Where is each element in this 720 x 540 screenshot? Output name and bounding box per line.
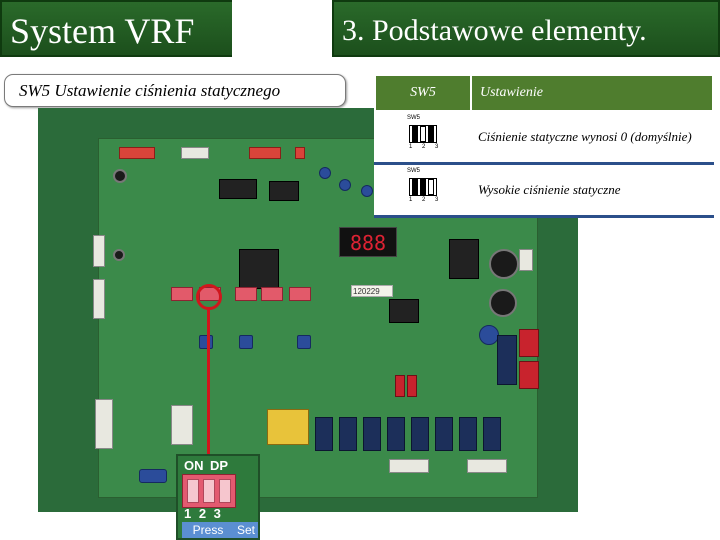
relay — [315, 417, 333, 451]
capacitor — [339, 179, 351, 191]
zoom-dip-key-1 — [187, 479, 199, 503]
row-description: Ciśnienie statyczne wynosi 0 (domyślnie) — [470, 110, 714, 166]
capacitor — [319, 167, 331, 179]
dip-diagram-label: SW5 — [407, 115, 421, 122]
dip-switch-zoom: ON DP 1 2 3 Press Set — [176, 454, 260, 540]
dip-key — [428, 179, 434, 196]
highlight-line — [207, 310, 210, 456]
ic-chip — [239, 249, 279, 289]
capacitor — [113, 249, 125, 261]
section-subtitle: SW5 Ustawienie ciśnienia statycznego — [4, 74, 346, 107]
dip-diagram-label: SW5 — [407, 168, 421, 175]
dip-diagram-default: SW5 1 2 3 — [403, 115, 443, 156]
table-row: SW5 1 2 3 Wysokie ciśnienie statyczne — [374, 162, 714, 218]
dip-key — [428, 126, 434, 143]
relay-red — [395, 375, 405, 397]
relay — [497, 335, 517, 385]
relay — [387, 417, 405, 451]
header-left-title: System VRF — [0, 0, 232, 57]
dip-diagram-numbers: 1 2 3 — [409, 197, 443, 204]
connector-white — [95, 399, 113, 449]
rotary-switch — [199, 335, 213, 349]
dip-diagram-cell: SW5 1 2 3 — [374, 110, 472, 166]
relay — [459, 417, 477, 451]
relay — [363, 417, 381, 451]
relay — [411, 417, 429, 451]
header-right-title: 3. Podstawowe elementy. — [332, 0, 720, 57]
capacitor — [479, 325, 499, 345]
connector-red — [119, 147, 155, 159]
dip-diagram-cell: SW5 1 2 3 — [374, 162, 472, 218]
dip-key — [420, 126, 426, 143]
dip-switch — [171, 287, 193, 301]
zoom-dip-key-2 — [203, 479, 215, 503]
connector-white — [93, 235, 105, 267]
dip-key — [412, 126, 418, 143]
zoom-switch-numbers: 1 2 3 — [184, 506, 223, 521]
connector-white — [519, 249, 533, 271]
dip-key — [412, 179, 418, 196]
connector-red — [249, 147, 281, 159]
heatsink — [449, 239, 479, 279]
capacitor-large — [489, 249, 519, 279]
connector-white — [389, 459, 429, 473]
dip-switch — [261, 287, 283, 301]
connector-white — [181, 147, 209, 159]
relay — [483, 417, 501, 451]
transformer — [267, 409, 309, 445]
capacitor — [113, 169, 127, 183]
zoom-set-label: Set — [234, 522, 258, 538]
ic-chip — [389, 299, 419, 323]
zoom-press-label: Press — [182, 522, 234, 538]
pcb-sticker: 120229 — [351, 285, 393, 297]
connector-red — [295, 147, 305, 159]
dip-switch — [235, 287, 257, 301]
fuse — [139, 469, 167, 483]
relay — [435, 417, 453, 451]
zoom-dip-body — [182, 474, 236, 508]
rotary-switch — [297, 335, 311, 349]
zoom-dp-label: DP — [210, 458, 229, 473]
table-row: SW5 1 2 3 Ciśnienie statyczne wynosi 0 (… — [374, 110, 714, 166]
ic-chip — [269, 181, 299, 201]
header-gap — [232, 0, 332, 57]
dip-switch — [289, 287, 311, 301]
connector-white — [171, 405, 193, 445]
zoom-dip-key-3 — [219, 479, 231, 503]
connector-white — [467, 459, 507, 473]
dip-diagram-numbers: 1 2 3 — [409, 144, 443, 151]
dip-diagram-high: SW5 1 2 3 — [403, 168, 443, 209]
table-header-sw5: SW5 — [374, 73, 472, 113]
capacitor-large — [489, 289, 517, 317]
capacitor — [361, 185, 373, 197]
zoom-on-label: ON — [184, 458, 204, 473]
highlight-circle — [196, 284, 222, 310]
relay — [339, 417, 357, 451]
relay-red — [519, 361, 539, 389]
relay-red — [407, 375, 417, 397]
table-header-setting: Ustawienie — [470, 73, 714, 113]
row-description: Wysokie ciśnienie statyczne — [470, 162, 714, 218]
connector-white — [93, 279, 105, 319]
relay-red — [519, 329, 539, 357]
led-display: 888 — [339, 227, 397, 257]
dip-key — [420, 179, 426, 196]
sw5-settings-table: SW5 Ustawienie SW5 1 2 3 Ciśnienie staty… — [374, 73, 714, 218]
ic-chip — [219, 179, 257, 199]
rotary-switch — [239, 335, 253, 349]
